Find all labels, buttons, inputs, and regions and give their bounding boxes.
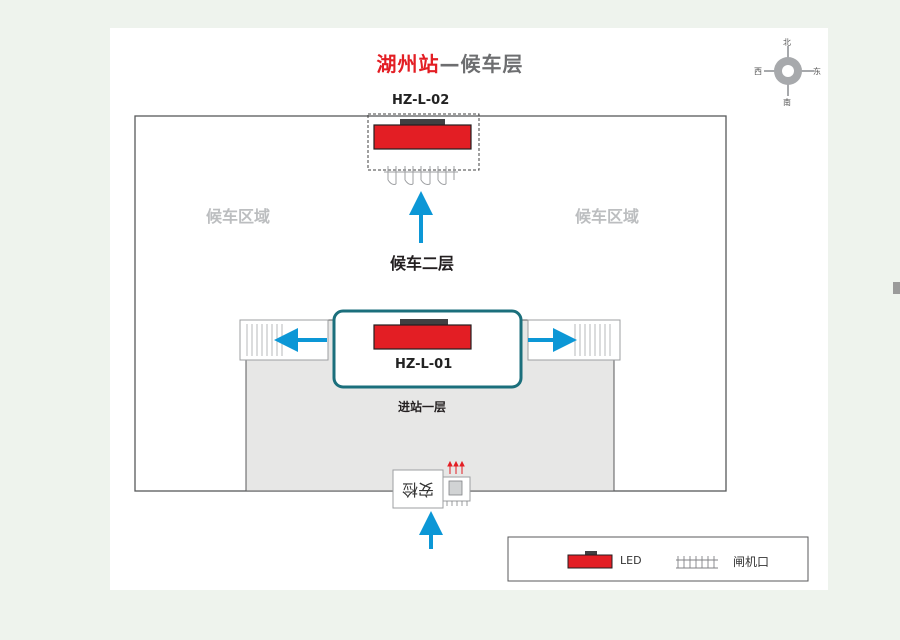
side-scroll-tab[interactable]: [893, 282, 900, 294]
legend-box: [507, 536, 809, 582]
scanner-arrows-icon: [447, 460, 465, 474]
compass-west: 西: [754, 67, 762, 76]
entrance-floor-label: 进站一层: [398, 400, 447, 414]
led-sign-top: [373, 119, 472, 150]
waiting-area-left-label: 候车区域: [206, 207, 271, 226]
sign-center-code: HZ-L-01: [395, 357, 453, 372]
title-separator: —: [439, 52, 461, 76]
compass-east: 东: [813, 67, 821, 76]
sign-top-code: HZ-L-02: [392, 93, 450, 108]
security-check-label: 安检: [402, 480, 435, 499]
legend-gate-label: 闸机口: [733, 555, 770, 569]
page-title: 湖州站—候车层: [0, 48, 900, 77]
compass-icon: [764, 46, 814, 96]
compass-north: 北: [783, 38, 791, 47]
security-check-booth: [392, 460, 471, 509]
gate-top: [384, 166, 458, 185]
compass-south: 南: [783, 98, 791, 107]
legend-led-icon: [567, 551, 613, 569]
flow-arrows: [274, 191, 577, 549]
legend-led-label: LED: [620, 554, 642, 567]
second-floor-label: 候车二层: [390, 254, 455, 273]
floor-name: 候车层: [460, 52, 524, 76]
legend-gate-icon: [676, 556, 718, 569]
station-name: 湖州站: [376, 52, 440, 76]
sign-top-dashed-area: [367, 113, 480, 171]
led-sign-center: [373, 319, 472, 350]
waiting-area-right-label: 候车区域: [575, 207, 640, 226]
